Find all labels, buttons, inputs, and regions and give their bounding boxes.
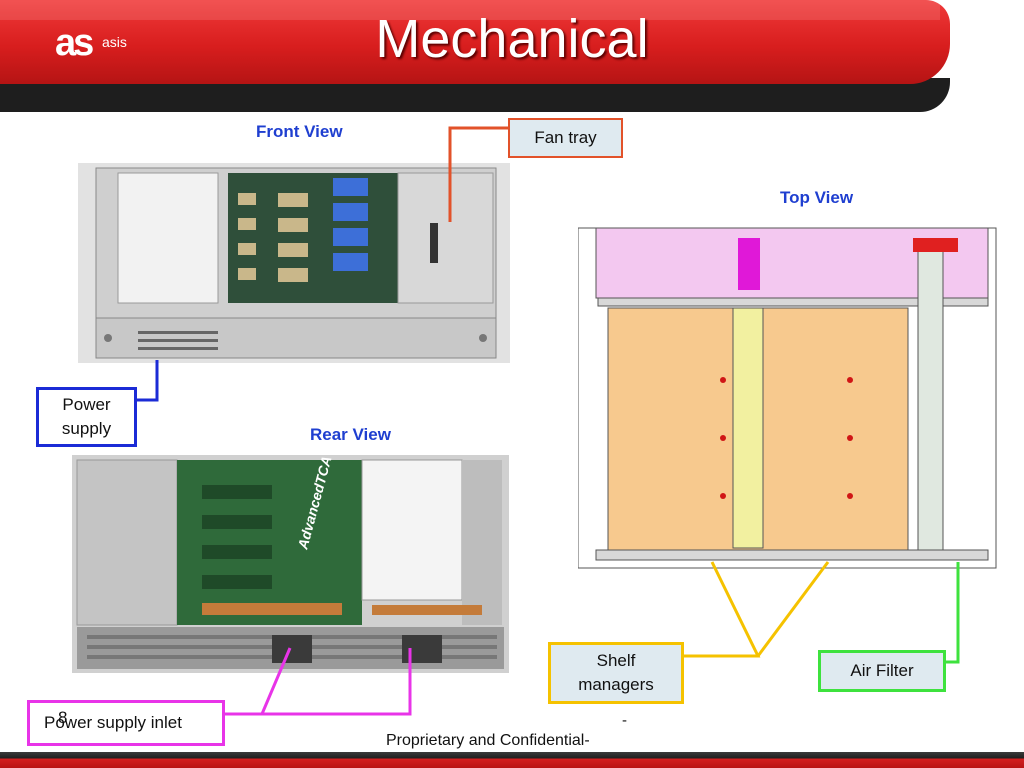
slide-number: 8 <box>58 708 68 727</box>
power-inlet-leader-2 <box>262 648 412 716</box>
air-filter-callout: Air Filter <box>818 650 946 692</box>
shelf-managers-label-line1: Shelf <box>596 651 636 670</box>
header-red-band <box>0 0 950 84</box>
company-logo: as <box>55 22 94 64</box>
top-view-drawing <box>577 210 998 580</box>
footer-dash: - <box>622 712 627 729</box>
slide-title: Mechanical <box>375 9 649 69</box>
air-filter-label: Air Filter <box>850 661 914 680</box>
fan-tray-leader <box>448 126 508 222</box>
header-shine <box>0 0 940 20</box>
shelf-managers-leader-2 <box>756 561 830 657</box>
rear-view-photo: AdvancedTCA <box>72 454 509 673</box>
rear-view-label: Rear View <box>310 425 391 444</box>
power-supply-inlet-label: Power supply inlet <box>44 713 182 732</box>
shelf-managers-leader-1 <box>684 561 761 658</box>
top-view-illustration <box>577 227 997 569</box>
footer-bar <box>0 752 1024 768</box>
top-view-label: Top View <box>780 188 854 207</box>
front-view-illustration <box>78 163 510 363</box>
power-supply-label-line1: Power <box>62 395 111 414</box>
company-logo-text: asis <box>102 34 127 50</box>
air-filter-leader <box>946 562 960 664</box>
power-supply-inlet-callout: Power supply inlet <box>27 700 225 746</box>
power-inlet-leader-1 <box>225 647 292 716</box>
header-banner: as asis Mechanical <box>0 0 1024 112</box>
shelf-managers-callout: Shelf managers <box>548 642 684 704</box>
rear-view-illustration: AdvancedTCA <box>72 454 509 673</box>
power-supply-label-line2: supply <box>61 419 112 438</box>
power-supply-leader <box>137 360 159 402</box>
fan-tray-label: Fan tray <box>534 128 597 147</box>
power-supply-callout: Power supply <box>36 387 137 447</box>
front-view-photo <box>78 163 510 363</box>
front-view-label: Front View <box>256 122 343 141</box>
fan-tray-callout: Fan tray <box>508 118 623 158</box>
footer-confidential: Proprietary and Confidential- <box>386 732 590 749</box>
shelf-managers-label-line2: managers <box>578 675 654 694</box>
